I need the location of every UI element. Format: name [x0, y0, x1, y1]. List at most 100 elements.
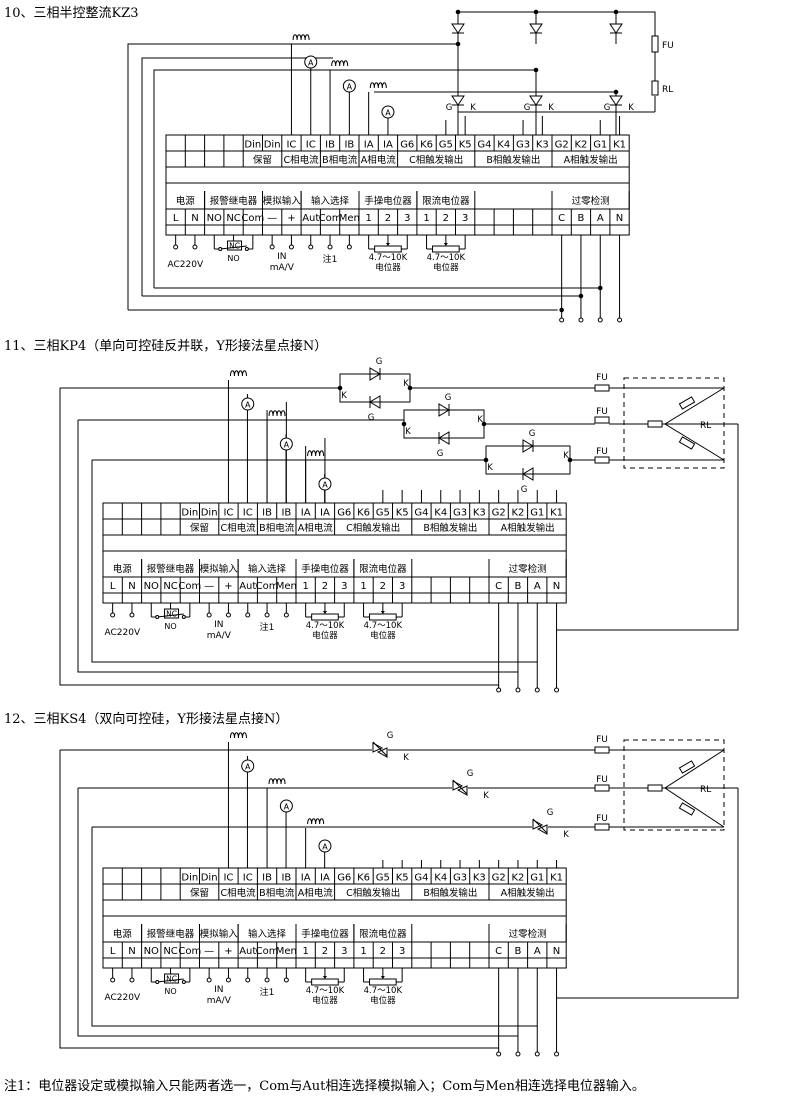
- pot-name-label: 电位器: [370, 995, 396, 1006]
- bottom-pin: A: [534, 581, 541, 592]
- gk-label: G: [446, 103, 453, 113]
- triac-icon: [456, 785, 468, 796]
- footnote: 注1：电位器设定或模拟输入只能两者选一，Com与Aut相连选择模拟输入；Com与…: [4, 1079, 645, 1094]
- fuse-icon: [594, 746, 610, 754]
- top-pin-IA: IA: [364, 140, 374, 151]
- bottom-pin: Men: [276, 581, 297, 592]
- junction-dot: [337, 385, 343, 391]
- top-pin-G6: G6: [337, 873, 351, 884]
- terminal-node: [496, 1051, 502, 1057]
- bottom-pin: B: [515, 946, 522, 957]
- nc-box: [227, 240, 243, 251]
- bottom-pin: NO: [144, 946, 159, 957]
- top-pin-G5: G5: [376, 873, 390, 884]
- bottom-group-label: 过零检测: [509, 928, 547, 940]
- ammeter-label: A: [322, 843, 328, 852]
- nc-box: [164, 608, 180, 619]
- fuse-icon: [594, 823, 610, 831]
- top-group-label: 保留: [190, 522, 209, 534]
- junction-dot: [455, 9, 461, 15]
- pot-range-label: 4.7～10K: [369, 253, 408, 263]
- top-group-label: 保留: [190, 887, 209, 899]
- bottom-group-label: 手操电位器: [301, 563, 349, 575]
- bottom-pin: NO: [144, 581, 159, 592]
- potentiometer-icon: [369, 978, 397, 986]
- top-pin-IA: IA: [383, 140, 393, 151]
- bottom-pin: 2: [443, 213, 449, 224]
- pot-name-label: 电位器: [375, 262, 401, 273]
- ammeter-label: A: [385, 109, 391, 118]
- bottom-pin: 2: [385, 213, 391, 224]
- bottom-pin: Com: [319, 213, 342, 224]
- bottom-pin: N: [616, 213, 623, 224]
- top-pin-K3: K3: [536, 140, 549, 151]
- top-pin-Din: Din: [264, 140, 281, 151]
- potentiometer-icon: [374, 245, 402, 253]
- bottom-pin: +: [287, 213, 295, 224]
- wire: [59, 388, 499, 686]
- junction-dot: [578, 293, 584, 299]
- top-group-label: A相电流: [298, 887, 333, 899]
- ammeter-icon: [241, 759, 255, 773]
- pot-name-label: 电位器: [312, 995, 338, 1006]
- top-pin-G2: G2: [555, 140, 569, 151]
- top-pin-G6: G6: [337, 508, 351, 519]
- wire: [127, 43, 290, 310]
- scr-loop: [403, 424, 485, 439]
- top-pin-G5: G5: [439, 140, 453, 151]
- top-pin-Din: Din: [201, 873, 218, 884]
- top-group-label: A相触发输出: [564, 154, 618, 166]
- top-pin-IA: IA: [301, 508, 311, 519]
- in-label: IN: [214, 620, 223, 630]
- bottom-pin: —: [267, 213, 277, 224]
- pot-name-label: 电位器: [370, 630, 396, 641]
- junction-dot: [613, 9, 619, 15]
- relay-contact: [220, 245, 247, 250]
- ammeter-label: A: [322, 481, 328, 490]
- current-transformer-icon: [307, 818, 325, 825]
- bottom-pin: N: [191, 213, 198, 224]
- top-group-label: C相电流: [221, 522, 257, 534]
- pot-name-label: 电位器: [433, 262, 459, 273]
- terminal-node: [264, 977, 270, 983]
- top-pin-K3: K3: [473, 508, 486, 519]
- bottom-group-label: 限流电位器: [422, 195, 470, 207]
- note1-label: 注1: [260, 986, 275, 998]
- top-pin-IB: IB: [281, 508, 291, 519]
- ammeter-icon: [381, 105, 395, 119]
- bottom-group-label: 输入选择: [248, 928, 287, 940]
- scr-loop: [339, 373, 411, 388]
- bottom-pin: N: [553, 946, 560, 957]
- bottom-pin: 1: [365, 213, 371, 224]
- top-pin-K1: K1: [613, 140, 626, 151]
- terminal-node: [327, 244, 333, 250]
- resistor-icon: [647, 420, 663, 428]
- bottom-pin: NC: [163, 581, 177, 592]
- dc-rail: [458, 11, 656, 36]
- triac-bar: [532, 818, 548, 834]
- ammeter-icon: [304, 55, 318, 69]
- pot-range-label: 4.7～10K: [306, 986, 345, 996]
- terminal-node: [578, 317, 584, 323]
- bottom-pin: 3: [399, 946, 405, 957]
- bottom-pin: 3: [399, 581, 405, 592]
- top-pin-G1: G1: [530, 873, 544, 884]
- bottom-pin: 3: [341, 581, 347, 592]
- contact-node: [181, 980, 186, 984]
- top-group-label: C相电流: [284, 154, 320, 166]
- nc-label: NC: [229, 242, 240, 251]
- top-group-label: C相触发输出: [346, 887, 400, 899]
- scr-loop: [339, 388, 411, 403]
- pot-name-label: 电位器: [312, 630, 338, 641]
- nc-label: NC: [166, 610, 177, 619]
- bottom-group-label: 过零检测: [509, 563, 547, 575]
- cathode-label: K: [563, 451, 569, 461]
- fu-label: FU: [596, 373, 608, 383]
- contact-node: [155, 615, 160, 619]
- bottom-pin: 3: [341, 946, 347, 957]
- fuse-icon: [594, 784, 610, 792]
- terminal-node: [554, 687, 560, 693]
- wiper-arrow: [443, 243, 448, 246]
- terminal-node: [110, 977, 116, 983]
- top-pin-K5: K5: [396, 508, 409, 519]
